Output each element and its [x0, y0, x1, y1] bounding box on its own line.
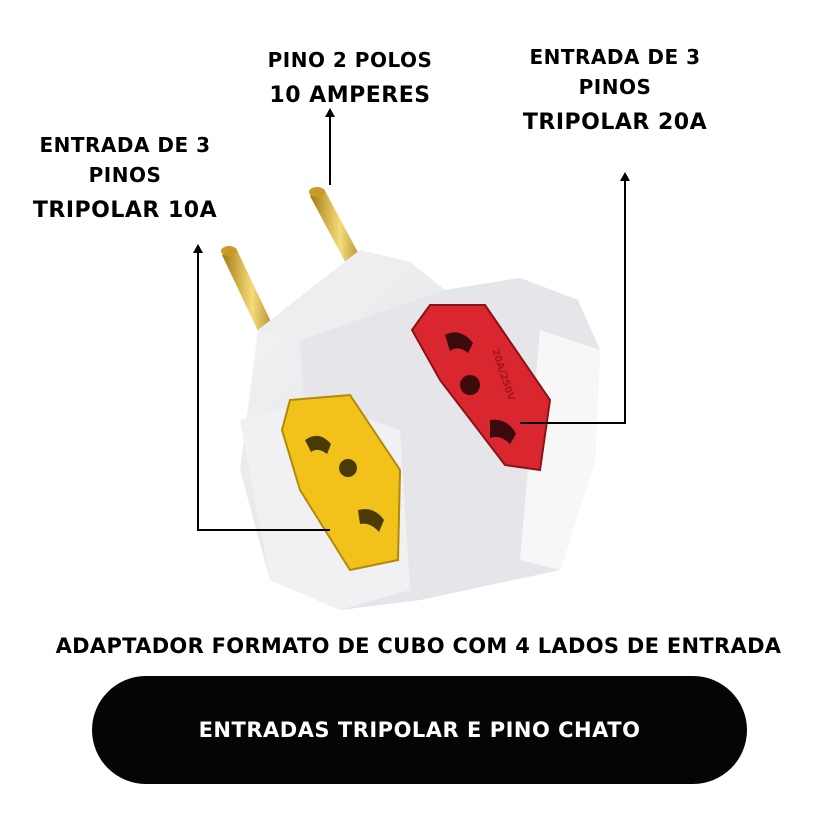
label-center-line1: PINO 2 POLOS — [267, 48, 433, 72]
red-socket: 20A/250V — [410, 304, 552, 472]
label-left-line3: TRIPOLAR 10A — [32, 198, 218, 223]
label-right-line3: TRIPOLAR 20A — [522, 110, 708, 135]
caption: ADAPTADOR FORMATO DE CUBO COM 4 LADOS DE… — [55, 634, 782, 658]
banner: ENTRADAS TRIPOLAR E PINO CHATO — [92, 676, 747, 784]
arrow-head-left — [193, 244, 203, 253]
banner-text: ENTRADAS TRIPOLAR E PINO CHATO — [198, 718, 641, 742]
label-right-line1: ENTRADA DE 3 — [529, 45, 701, 69]
label-right-line2: PINOS — [578, 75, 652, 99]
label-center: PINO 2 POLOS 10 AMPERES — [240, 45, 460, 111]
pointer-lines — [197, 115, 626, 531]
arrow-head-right — [620, 172, 630, 181]
label-left-line2: PINOS — [88, 163, 162, 187]
arrow-head-center — [325, 108, 335, 117]
yellow-socket — [280, 393, 402, 572]
label-left: ENTRADA DE 3 PINOS TRIPOLAR 10A — [0, 130, 250, 226]
label-right: ENTRADA DE 3 PINOS TRIPOLAR 20A — [490, 42, 740, 138]
label-left-line1: ENTRADA DE 3 — [39, 133, 211, 157]
label-center-line2: 10 AMPERES — [269, 83, 431, 108]
